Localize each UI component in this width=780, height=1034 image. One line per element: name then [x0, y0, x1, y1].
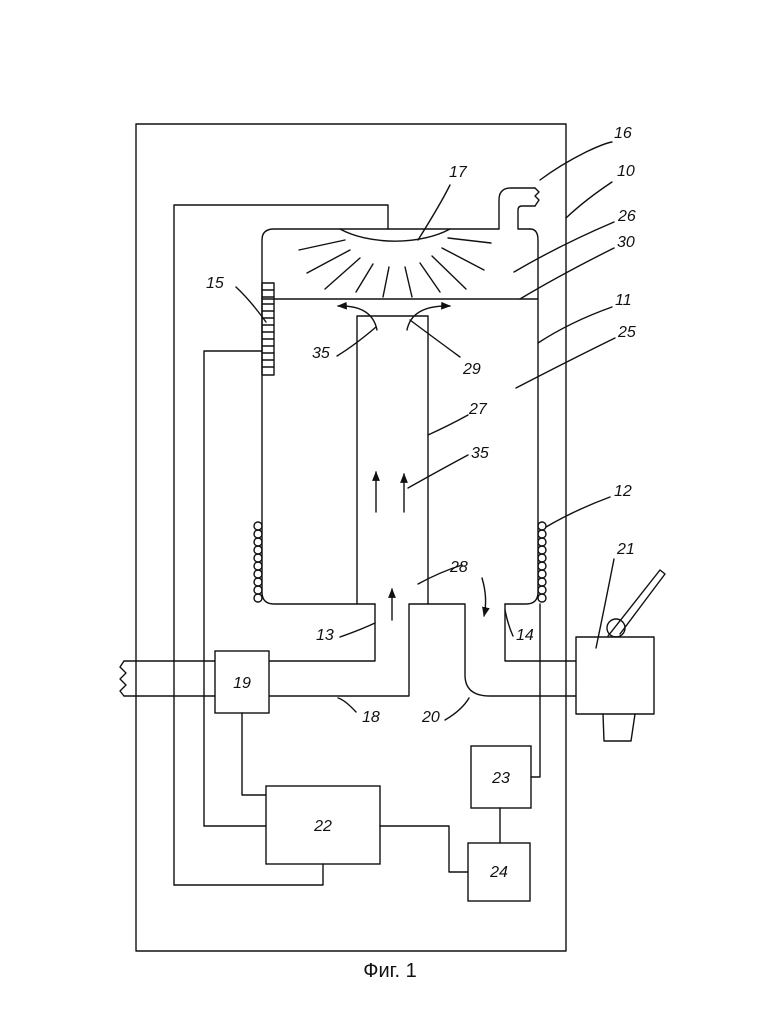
label-16: 16 — [614, 125, 632, 142]
exhaust-break — [535, 188, 539, 206]
label-35b: 35 — [471, 445, 489, 462]
label-17: 17 — [449, 164, 468, 181]
label-25: 25 — [617, 324, 636, 341]
label-30: 30 — [617, 234, 635, 251]
label-21: 21 — [616, 541, 635, 558]
label-35a: 35 — [312, 345, 330, 362]
inlet-duct — [124, 604, 576, 696]
label-26: 26 — [617, 208, 636, 225]
label-18: 18 — [362, 709, 380, 726]
label-29: 29 — [462, 361, 481, 378]
label-28: 28 — [449, 559, 468, 576]
label-15: 15 — [206, 275, 224, 292]
box-23-label: 23 — [491, 770, 510, 787]
figure-caption: Фиг. 1 — [363, 960, 416, 982]
heating-coil-right — [538, 522, 546, 602]
label-11: 11 — [615, 292, 632, 309]
filter — [262, 283, 274, 375]
exhaust-pipe — [499, 188, 535, 229]
heating-coil-left — [254, 522, 262, 602]
box-24-label: 24 — [489, 864, 508, 881]
label-12: 12 — [614, 483, 632, 500]
box-22-label: 22 — [313, 818, 332, 835]
unit-21 — [576, 570, 665, 741]
lamp — [340, 229, 450, 241]
chamber-wall — [262, 229, 538, 604]
central-tube — [357, 316, 428, 604]
box-19-label: 19 — [233, 675, 251, 692]
label-20: 20 — [421, 709, 440, 726]
label-14: 14 — [516, 627, 534, 644]
label-13: 13 — [316, 627, 334, 644]
label-10: 10 — [617, 163, 635, 180]
label-27: 27 — [468, 401, 488, 418]
lamp-rays — [299, 238, 491, 297]
pipe-break — [120, 661, 126, 696]
